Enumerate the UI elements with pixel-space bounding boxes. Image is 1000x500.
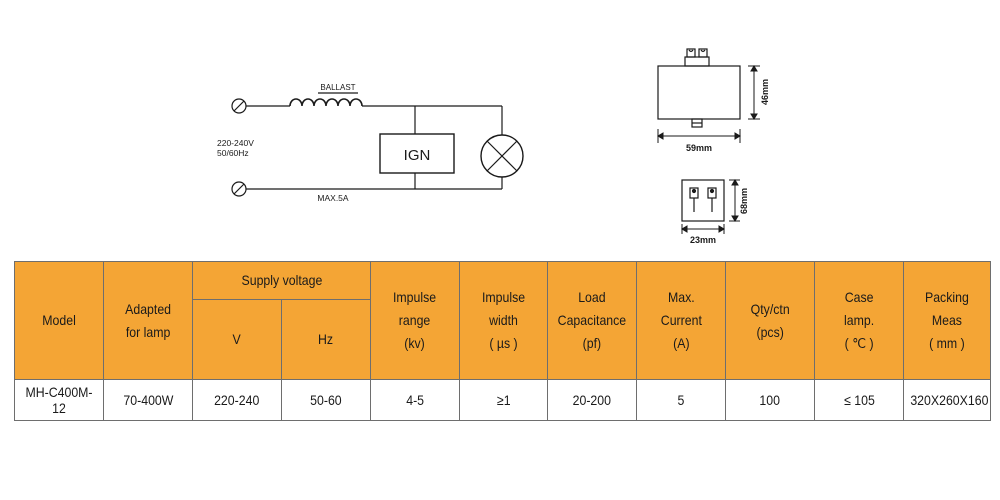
cell-v: 220-240 <box>192 379 282 421</box>
header-case-lamp: Case lamp. ( ℃ ) <box>814 261 904 380</box>
table-row: MH-C400M-12 70-400W 220-240 50-60 4-5 ≥1… <box>14 379 991 421</box>
header-supply-voltage: Supply voltage <box>192 261 371 300</box>
lamp-icon <box>480 134 524 178</box>
igniter-front-view <box>657 48 741 128</box>
front-height-dimension <box>748 65 760 120</box>
cell-model: MH-C400M-12 <box>14 379 104 421</box>
wiring-diagram <box>231 92 524 197</box>
front-height-label: 46mm <box>760 79 770 105</box>
cell-case: ≤ 105 <box>814 379 904 421</box>
header-adapted: Adapted for lamp <box>103 261 193 380</box>
spec-table: Model Adapted for lamp Supply voltage Im… <box>14 261 991 421</box>
header-qty-ctn: Qty/ctn (pcs) <box>725 261 815 380</box>
current-label: MAX.5A <box>317 193 349 203</box>
header-model: Model <box>14 261 104 380</box>
bottom-terminal-icon <box>231 181 247 197</box>
voltage-label: 220-240V <box>217 138 254 148</box>
top-height-dimension <box>729 179 740 222</box>
header-max-current: Max. Current (A) <box>636 261 726 380</box>
ballast-coil-icon <box>289 98 363 107</box>
front-width-label: 59mm <box>686 143 712 153</box>
cell-hz: 50-60 <box>281 379 371 421</box>
igniter-top-view <box>681 179 725 222</box>
ign-label: IGN <box>404 147 431 164</box>
top-terminal-icon <box>231 98 247 114</box>
cell-qty: 100 <box>725 379 815 421</box>
header-packing-meas: Packing Meas ( mm ) <box>903 261 991 380</box>
front-width-dimension <box>657 129 741 143</box>
cell-impulse-width: ≥1 <box>459 379 548 421</box>
cell-impulse-range: 4-5 <box>370 379 460 421</box>
header-hz: Hz <box>281 299 371 380</box>
ballast-label: BALLAST <box>320 83 355 92</box>
header-v: V <box>192 299 282 380</box>
top-height-label: 68mm <box>739 188 749 214</box>
header-impulse-width: Impulse width ( µs ) <box>459 261 548 380</box>
cell-load: 20-200 <box>547 379 637 421</box>
ign-box <box>379 133 455 174</box>
top-width-label: 23mm <box>690 235 716 245</box>
cell-current: 5 <box>636 379 726 421</box>
header-impulse-range: Impulse range (kv) <box>370 261 460 380</box>
frequency-label: 50/60Hz <box>217 148 249 158</box>
cell-adapted: 70-400W <box>103 379 193 421</box>
header-load-capacitance: Load Capacitance (pf) <box>547 261 637 380</box>
cell-packing: 320X260X160 <box>903 379 991 421</box>
top-width-dimension <box>681 224 725 234</box>
diagram-canvas: BALLAST IGN 220-240V 50/60Hz MAX.5A 46mm… <box>217 48 770 245</box>
